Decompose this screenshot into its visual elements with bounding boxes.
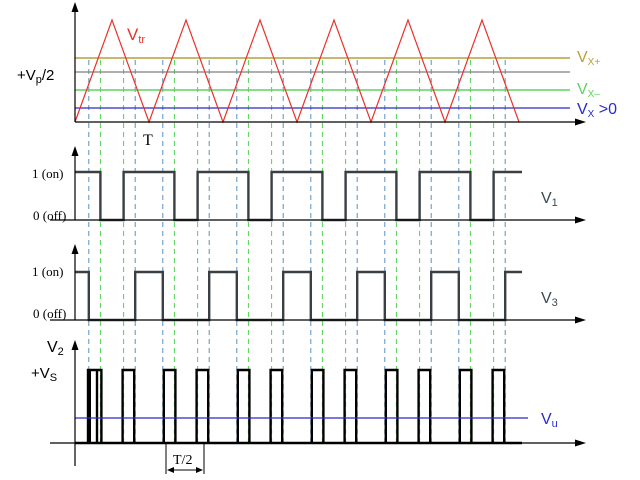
top-y-arrow [71,2,79,12]
vs-label: +VS [31,365,57,384]
v2-y-arrow [71,340,79,350]
vp-half-label: +Vp/2 [17,67,54,86]
v2-x-arrow [575,439,586,447]
vu-label: Vu [541,411,558,430]
v1-y-arrow [71,146,79,156]
v1-on-label: 1 (on) [32,166,63,181]
axis-arrows [71,2,586,447]
top-x-arrow [575,118,586,126]
period-label: T [143,132,153,149]
vx-minus-label: VX– [577,81,600,100]
v3-waveform [75,270,522,322]
v3-on-label: 1 (on) [32,264,63,279]
vx-plus-label: VX+ [577,49,600,68]
v3-y-arrow [71,244,79,254]
half-period-label: T/2 [173,453,192,468]
v2-waveform [75,368,522,445]
v1-off-label: 0 (off) [33,208,66,223]
vx-zero-label: VX >0 [577,101,617,120]
axes [50,6,578,466]
v3-x-arrow [575,316,586,324]
v3-off-label: 0 (off) [33,306,66,321]
vtr-label: Vtr [127,25,145,46]
timing-guides [88,60,506,446]
v1-label: V1 [541,190,558,209]
v2-axis-label: V2 [47,339,64,358]
v1-waveform [75,170,522,222]
v3-label: V3 [541,290,558,309]
v1-x-arrow [575,216,586,224]
